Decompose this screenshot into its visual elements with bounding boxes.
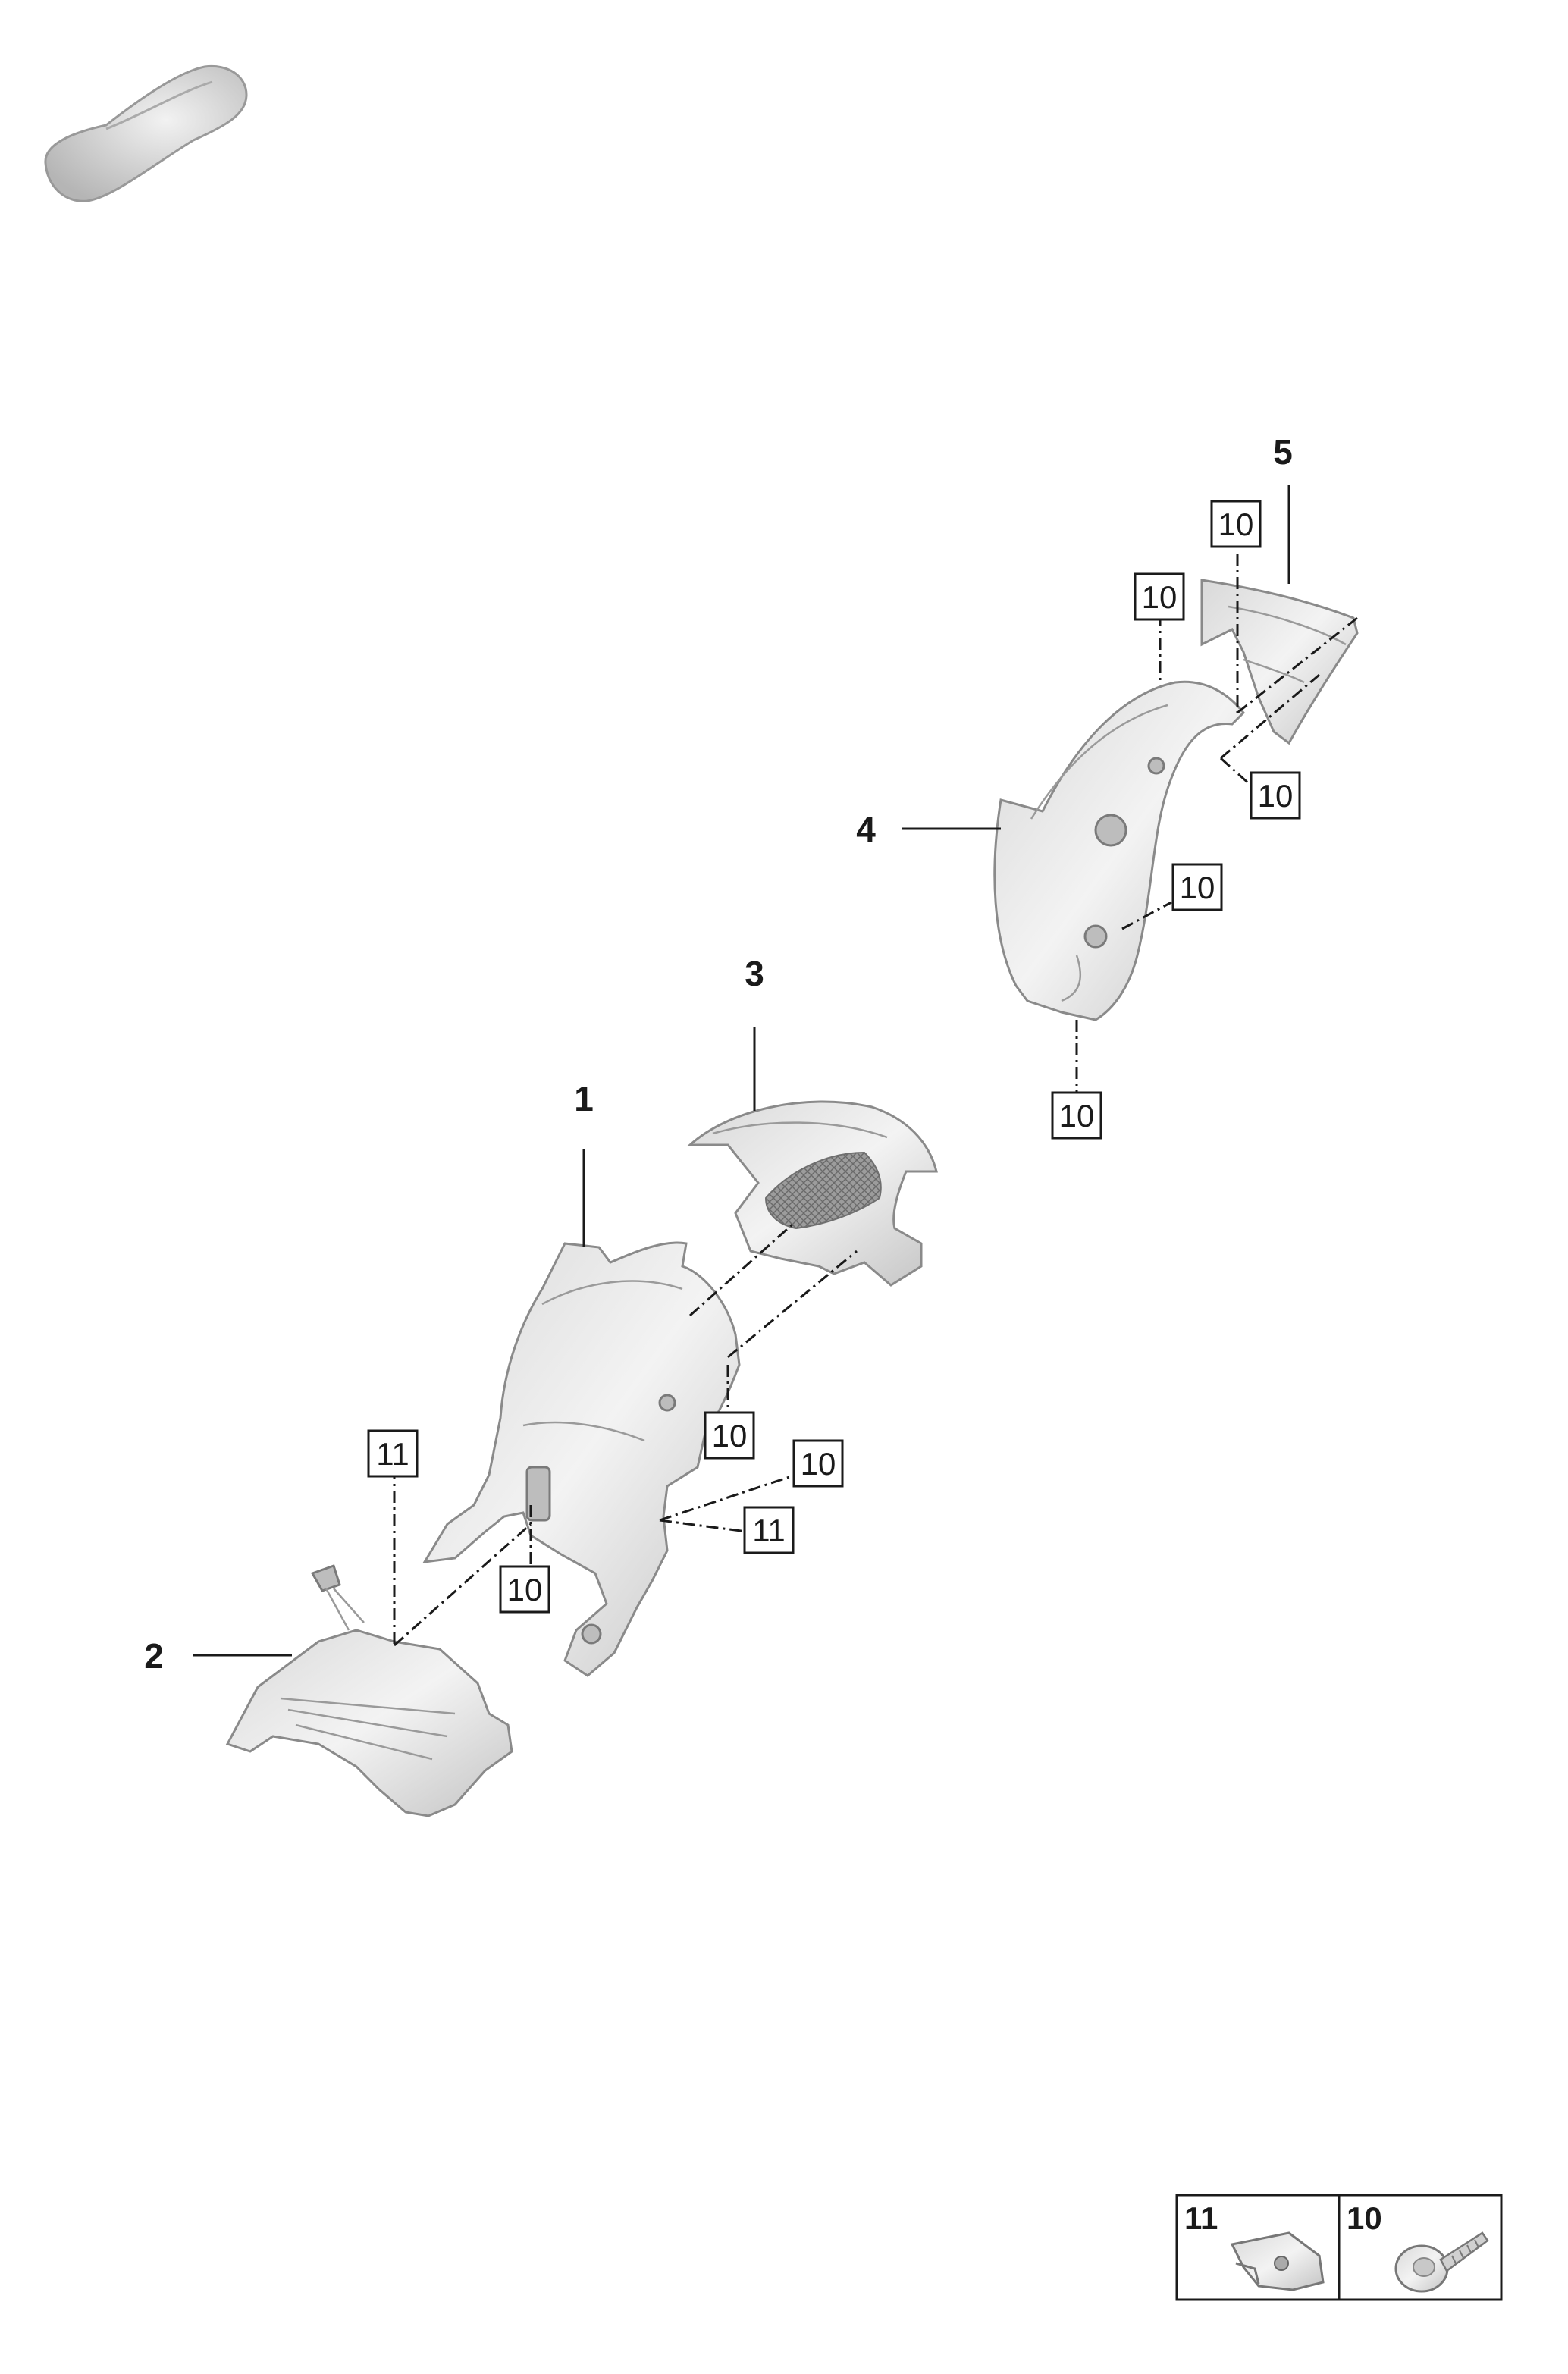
part-label-5: 5 xyxy=(1273,432,1293,472)
part-1-front-wheel-arch-liner xyxy=(422,1241,741,1677)
svg-text:10: 10 xyxy=(712,1418,748,1454)
svg-text:10: 10 xyxy=(1218,506,1254,542)
clip-nut-icon xyxy=(1230,2231,1325,2291)
ref-box: 10 xyxy=(1171,863,1223,911)
part-label-4: 4 xyxy=(856,810,876,849)
ref-box: 11 xyxy=(367,1429,419,1478)
part-4-wheel-arch-liner xyxy=(993,680,1246,1021)
svg-text:10: 10 xyxy=(507,1572,543,1607)
ref-box: 10 xyxy=(499,1565,550,1614)
svg-text:10: 10 xyxy=(1142,579,1178,615)
ref-box: 10 xyxy=(1250,771,1301,820)
ref-box: 10 xyxy=(1134,572,1185,621)
svg-text:10: 10 xyxy=(1180,870,1215,905)
screw-icon xyxy=(1394,2231,1489,2293)
part-3-air-guide-with-mesh xyxy=(687,1100,938,1287)
part-2-bracket-assembly xyxy=(225,1564,513,1817)
svg-text:11: 11 xyxy=(376,1436,409,1472)
ref-box: 11 xyxy=(743,1506,795,1554)
svg-text:11: 11 xyxy=(752,1513,786,1548)
part-label-1: 1 xyxy=(574,1079,594,1118)
ref-box: 10 xyxy=(1210,500,1262,548)
legend-label-11: 11 xyxy=(1184,2200,1218,2236)
part-leader-lines xyxy=(193,485,1290,1657)
part-number-labels: 5 4 3 1 2 xyxy=(144,432,1293,1676)
fastener-ref-boxes: 10 10 10 10 10 10 10 10 xyxy=(367,500,1301,1614)
car-silhouette-icon xyxy=(44,64,248,202)
ref-box: 10 xyxy=(704,1411,755,1460)
svg-text:10: 10 xyxy=(801,1446,836,1482)
fastener-lines xyxy=(393,554,1358,1647)
part-5-liner-section xyxy=(1200,579,1359,745)
ref-box: 10 xyxy=(792,1439,844,1488)
legend-label-10: 10 xyxy=(1347,2200,1382,2236)
svg-text:10: 10 xyxy=(1258,778,1294,814)
ref-box: 10 xyxy=(1051,1091,1102,1140)
part-label-2: 2 xyxy=(144,1636,164,1676)
svg-text:10: 10 xyxy=(1059,1098,1095,1134)
fastener-legend: 11 10 xyxy=(1175,2194,1503,2301)
part-label-3: 3 xyxy=(745,954,764,993)
